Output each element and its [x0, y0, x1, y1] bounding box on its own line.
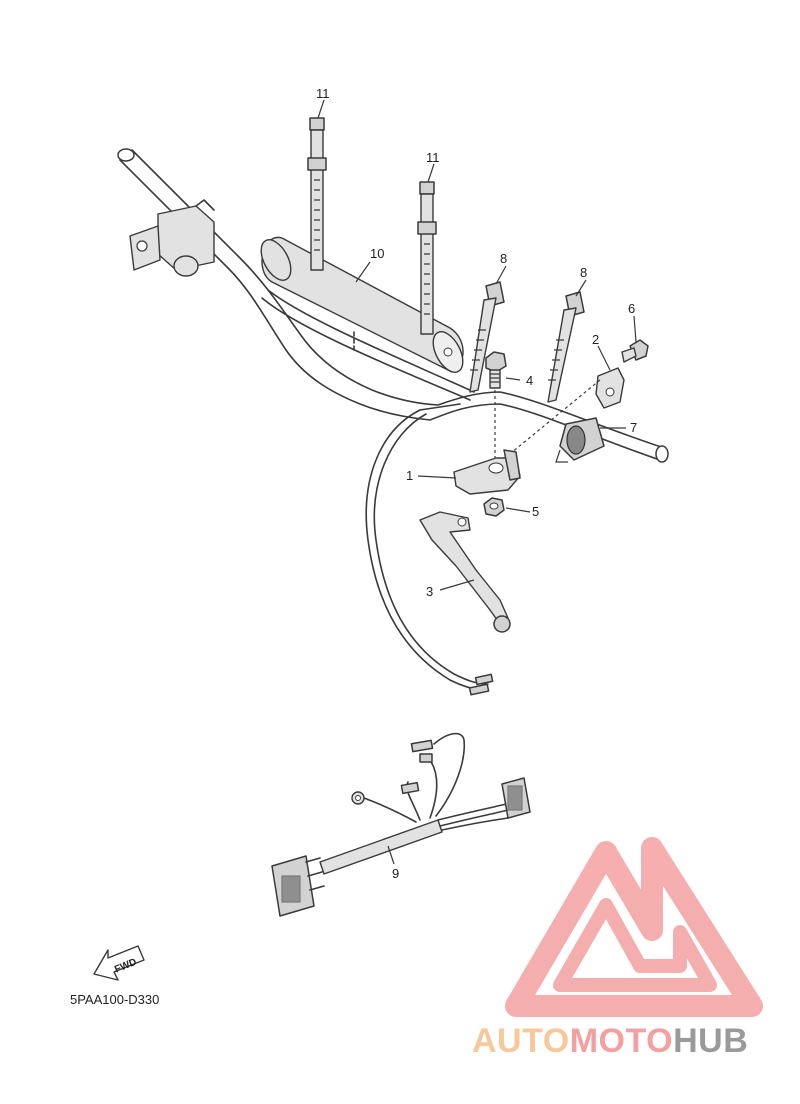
switch-7	[555, 417, 605, 463]
callout-8a: 8	[500, 251, 507, 266]
watermark-text: AUTOMOTOHUB	[472, 1022, 748, 1060]
callout-8b: 8	[580, 265, 587, 280]
diagram-code: 5PAA100-D330	[70, 992, 159, 1007]
callout-7: 7	[630, 420, 637, 435]
cable-tie-8b	[547, 291, 585, 403]
callout-3: 3	[426, 584, 433, 599]
callout-1: 1	[406, 468, 413, 483]
wire-harness-9	[271, 732, 531, 917]
watermark-auto: AUTO	[472, 1022, 570, 1060]
callout-2: 2	[592, 332, 599, 347]
holder-2	[499, 367, 625, 463]
callout-6: 6	[628, 301, 635, 316]
screw-6	[621, 339, 649, 363]
cable	[365, 403, 494, 696]
callout-10: 10	[370, 246, 384, 261]
lever-3	[419, 511, 511, 633]
master-cylinder	[129, 199, 215, 277]
callouts: 11 11 10 8 8 6 2 4 7 1 5 3 9	[316, 86, 637, 881]
watermark-hub: HUB	[673, 1022, 748, 1060]
watermark-moto: MOTO	[570, 1022, 673, 1060]
watermark-logo	[505, 837, 763, 1017]
cable-tie-11a	[307, 117, 327, 271]
callout-11a: 11	[316, 86, 330, 101]
cable-tie-8a	[469, 281, 505, 393]
callout-4: 4	[526, 373, 533, 388]
handlebar	[117, 148, 669, 463]
cable-tie-11b	[417, 181, 437, 335]
handlebar-pad	[260, 236, 464, 373]
fwd-arrow-icon: FWD	[93, 945, 145, 981]
nut-5	[483, 497, 505, 517]
leader-lines	[317, 99, 637, 865]
bolt-4	[485, 351, 507, 460]
callout-5: 5	[532, 504, 539, 519]
callout-9: 9	[392, 866, 399, 881]
callout-11b: 11	[426, 150, 440, 165]
lever-holder-1	[453, 449, 521, 495]
